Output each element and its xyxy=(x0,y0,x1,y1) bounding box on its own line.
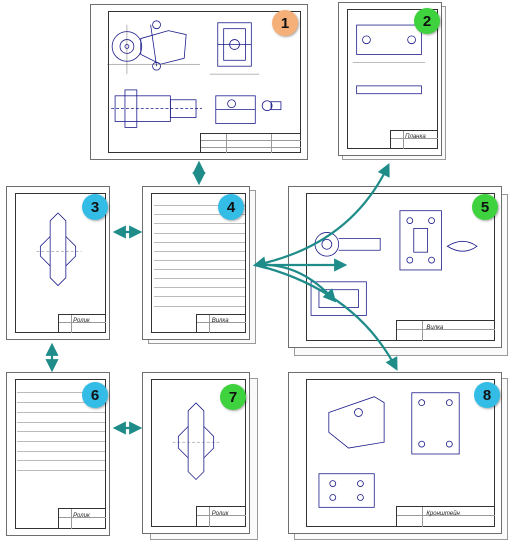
drawing-page xyxy=(90,4,308,160)
drawing-frame xyxy=(151,193,246,333)
drawing-sheet-7[interactable]: Ролик 7 xyxy=(142,372,260,542)
drawing-frame xyxy=(108,11,301,153)
drawing-sheet-5[interactable]: Вилка 5 xyxy=(288,186,510,358)
drawing-page: Кронштейн xyxy=(288,372,502,534)
sheet-number: 1 xyxy=(280,14,290,32)
bracket-drawing-icon xyxy=(318,392,460,508)
sheet-number-badge: 4 xyxy=(218,194,244,220)
title-block: Ролик xyxy=(58,508,106,529)
sheet-number-badge: 5 xyxy=(472,194,498,220)
title-block: Вилка xyxy=(196,313,246,333)
drawing-frame xyxy=(305,379,495,527)
sheet-title: Ролик xyxy=(211,510,229,517)
drawing-sheet-4[interactable]: Вилка 4 xyxy=(142,186,258,344)
drawing-sheet-8[interactable]: Кронштейн 8 xyxy=(288,372,510,542)
sheet-number: 5 xyxy=(480,198,490,216)
sheet-number: 8 xyxy=(482,386,492,404)
sheet-number: 3 xyxy=(90,198,100,216)
assembly-drawing-icon xyxy=(107,20,282,128)
sheet-title: Планка xyxy=(405,133,426,140)
sheet-number-badge: 1 xyxy=(272,10,298,36)
drawing-page: Вилка xyxy=(288,186,502,348)
drawing-sheet-1[interactable]: 1 xyxy=(90,4,308,160)
title-block: Планка xyxy=(390,129,438,149)
plate-drawing-icon xyxy=(352,24,426,95)
sheet-title: Вилка xyxy=(426,324,444,331)
sheet-title: Ролик xyxy=(73,512,90,519)
drawing-frame xyxy=(347,9,438,149)
sheet-number: 4 xyxy=(226,198,236,216)
drawing-frame xyxy=(15,379,106,529)
drawing-frame xyxy=(151,379,246,527)
roller-drawing-icon xyxy=(36,212,82,287)
title-block xyxy=(200,133,301,153)
sheet-title: Ролик xyxy=(73,317,90,324)
sheet-title: Кронштейн xyxy=(426,510,460,517)
drawing-frame xyxy=(15,193,106,333)
sheet-number: 6 xyxy=(90,386,100,404)
drawing-sheet-6[interactable]: Ролик 6 xyxy=(6,372,114,540)
title-block: Кронштейн xyxy=(396,506,495,527)
drawing-sheet-3[interactable]: Ролик 3 xyxy=(6,186,114,344)
sheet-number: 2 xyxy=(422,12,432,30)
roller-drawing-icon xyxy=(172,402,222,481)
sheet-number-badge: 6 xyxy=(82,382,108,408)
sheet-number: 7 xyxy=(228,388,238,406)
sheet-title: Вилка xyxy=(211,317,229,324)
sheet-number-badge: 3 xyxy=(82,194,108,220)
sheet-number-badge: 2 xyxy=(414,8,440,34)
sheet-number-badge: 7 xyxy=(220,384,246,410)
drawing-sheet-2[interactable]: Планка 2 xyxy=(338,2,446,160)
title-block: Ролик xyxy=(58,313,106,333)
title-block: Ролик xyxy=(196,506,246,527)
sheet-number-badge: 8 xyxy=(474,382,500,408)
title-block: Вилка xyxy=(396,320,495,341)
